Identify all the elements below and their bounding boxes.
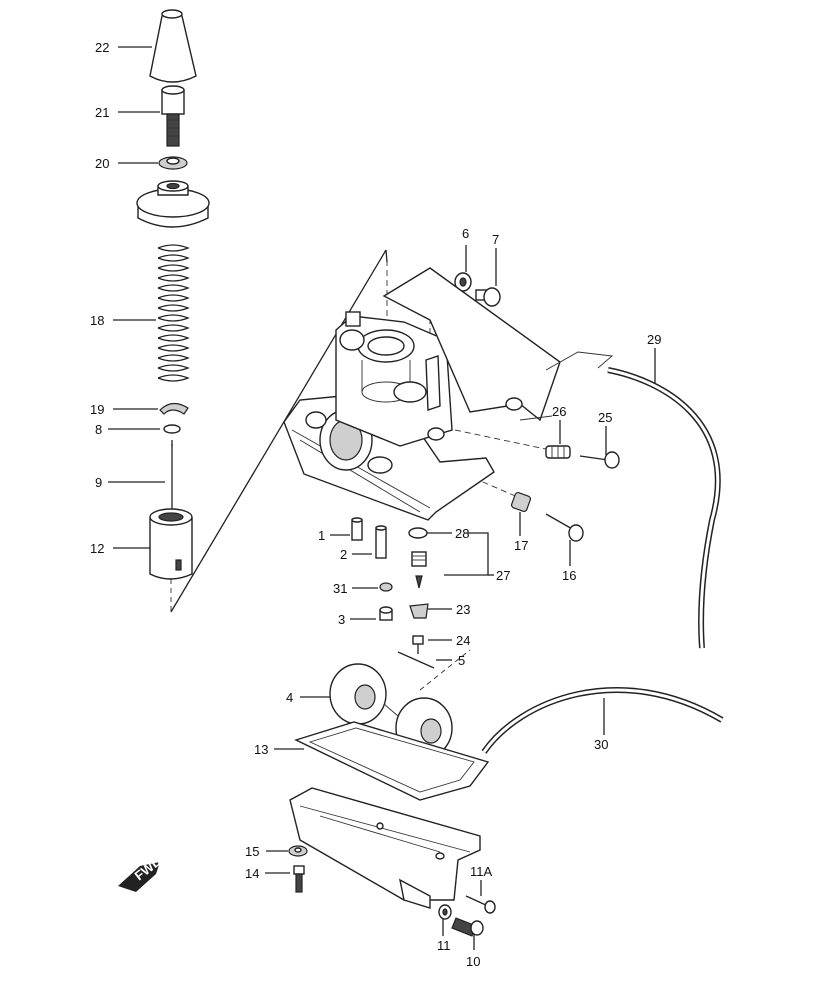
forward-arrow-icon: FWD <box>118 853 164 892</box>
callout-22: 22 <box>95 40 109 55</box>
callout-10: 10 <box>466 954 480 969</box>
cap-part-22 <box>149 9 197 83</box>
hose-part-29 <box>607 367 721 649</box>
jet-part-3 <box>379 606 393 621</box>
washer-part-31 <box>379 582 393 592</box>
callout-4: 4 <box>286 690 293 705</box>
clip-part-19 <box>159 402 189 415</box>
top-cap <box>136 180 210 228</box>
float-bowl <box>289 787 481 909</box>
screw-part-16 <box>545 513 584 542</box>
spring-part-26 <box>545 445 571 459</box>
screw-part-25 <box>579 451 620 469</box>
spring-part-18 <box>157 244 190 382</box>
carburetor-body <box>283 267 614 521</box>
needle-valve-part-27 <box>411 551 427 589</box>
callout-14: 14 <box>245 866 259 881</box>
callout-26: 26 <box>552 404 566 419</box>
callout-28: 28 <box>455 526 469 541</box>
oring-part-28 <box>408 527 428 539</box>
callout-11a: 11A <box>470 864 492 879</box>
callout-5: 5 <box>458 653 465 668</box>
callout-24: 24 <box>456 633 470 648</box>
callout-6: 6 <box>462 226 469 241</box>
valve-part-12 <box>149 508 193 580</box>
callout-3: 3 <box>338 612 345 627</box>
callout-8: 8 <box>95 422 102 437</box>
callout-11: 11 <box>437 938 451 953</box>
callout-15: 15 <box>245 844 259 859</box>
adjuster-part-21 <box>161 85 185 147</box>
screw-part-11a <box>465 895 496 914</box>
callout-31: 31 <box>333 581 347 596</box>
callout-30: 30 <box>594 737 608 752</box>
callout-19: 19 <box>90 402 104 417</box>
float-arm-part-23 <box>409 603 429 619</box>
hose-part-30 <box>481 687 724 754</box>
washer-part-15 <box>288 845 308 857</box>
screw-part-24 <box>412 635 424 654</box>
callout-25: 25 <box>598 410 612 425</box>
jet-part-1 <box>351 517 363 541</box>
callout-12: 12 <box>90 541 104 556</box>
ring-part-8 <box>163 424 181 434</box>
callout-21: 21 <box>95 105 109 120</box>
plug-part-10 <box>451 917 484 937</box>
callout-20: 20 <box>95 156 109 171</box>
washer-part-11 <box>438 904 452 920</box>
nut-part-20 <box>158 156 188 170</box>
jet-part-2 <box>375 525 387 559</box>
gasket-part-13 <box>294 721 490 801</box>
callout-13: 13 <box>254 742 268 757</box>
callout-9: 9 <box>95 475 102 490</box>
screw-part-14 <box>293 865 305 893</box>
callout-7: 7 <box>492 232 499 247</box>
callout-18: 18 <box>90 313 104 328</box>
callout-2: 2 <box>340 547 347 562</box>
callout-27: 27 <box>496 568 510 583</box>
spring-part-17 <box>510 491 532 513</box>
callout-23: 23 <box>456 602 470 617</box>
pin-part-5 <box>397 651 435 669</box>
screw-part-7 <box>475 287 501 307</box>
callout-17: 17 <box>514 538 528 553</box>
callout-1: 1 <box>318 528 325 543</box>
callout-29: 29 <box>647 332 661 347</box>
callout-labels: 22 21 20 18 19 8 9 12 6 7 29 26 25 1 28 … <box>90 40 661 969</box>
callout-16: 16 <box>562 568 576 583</box>
